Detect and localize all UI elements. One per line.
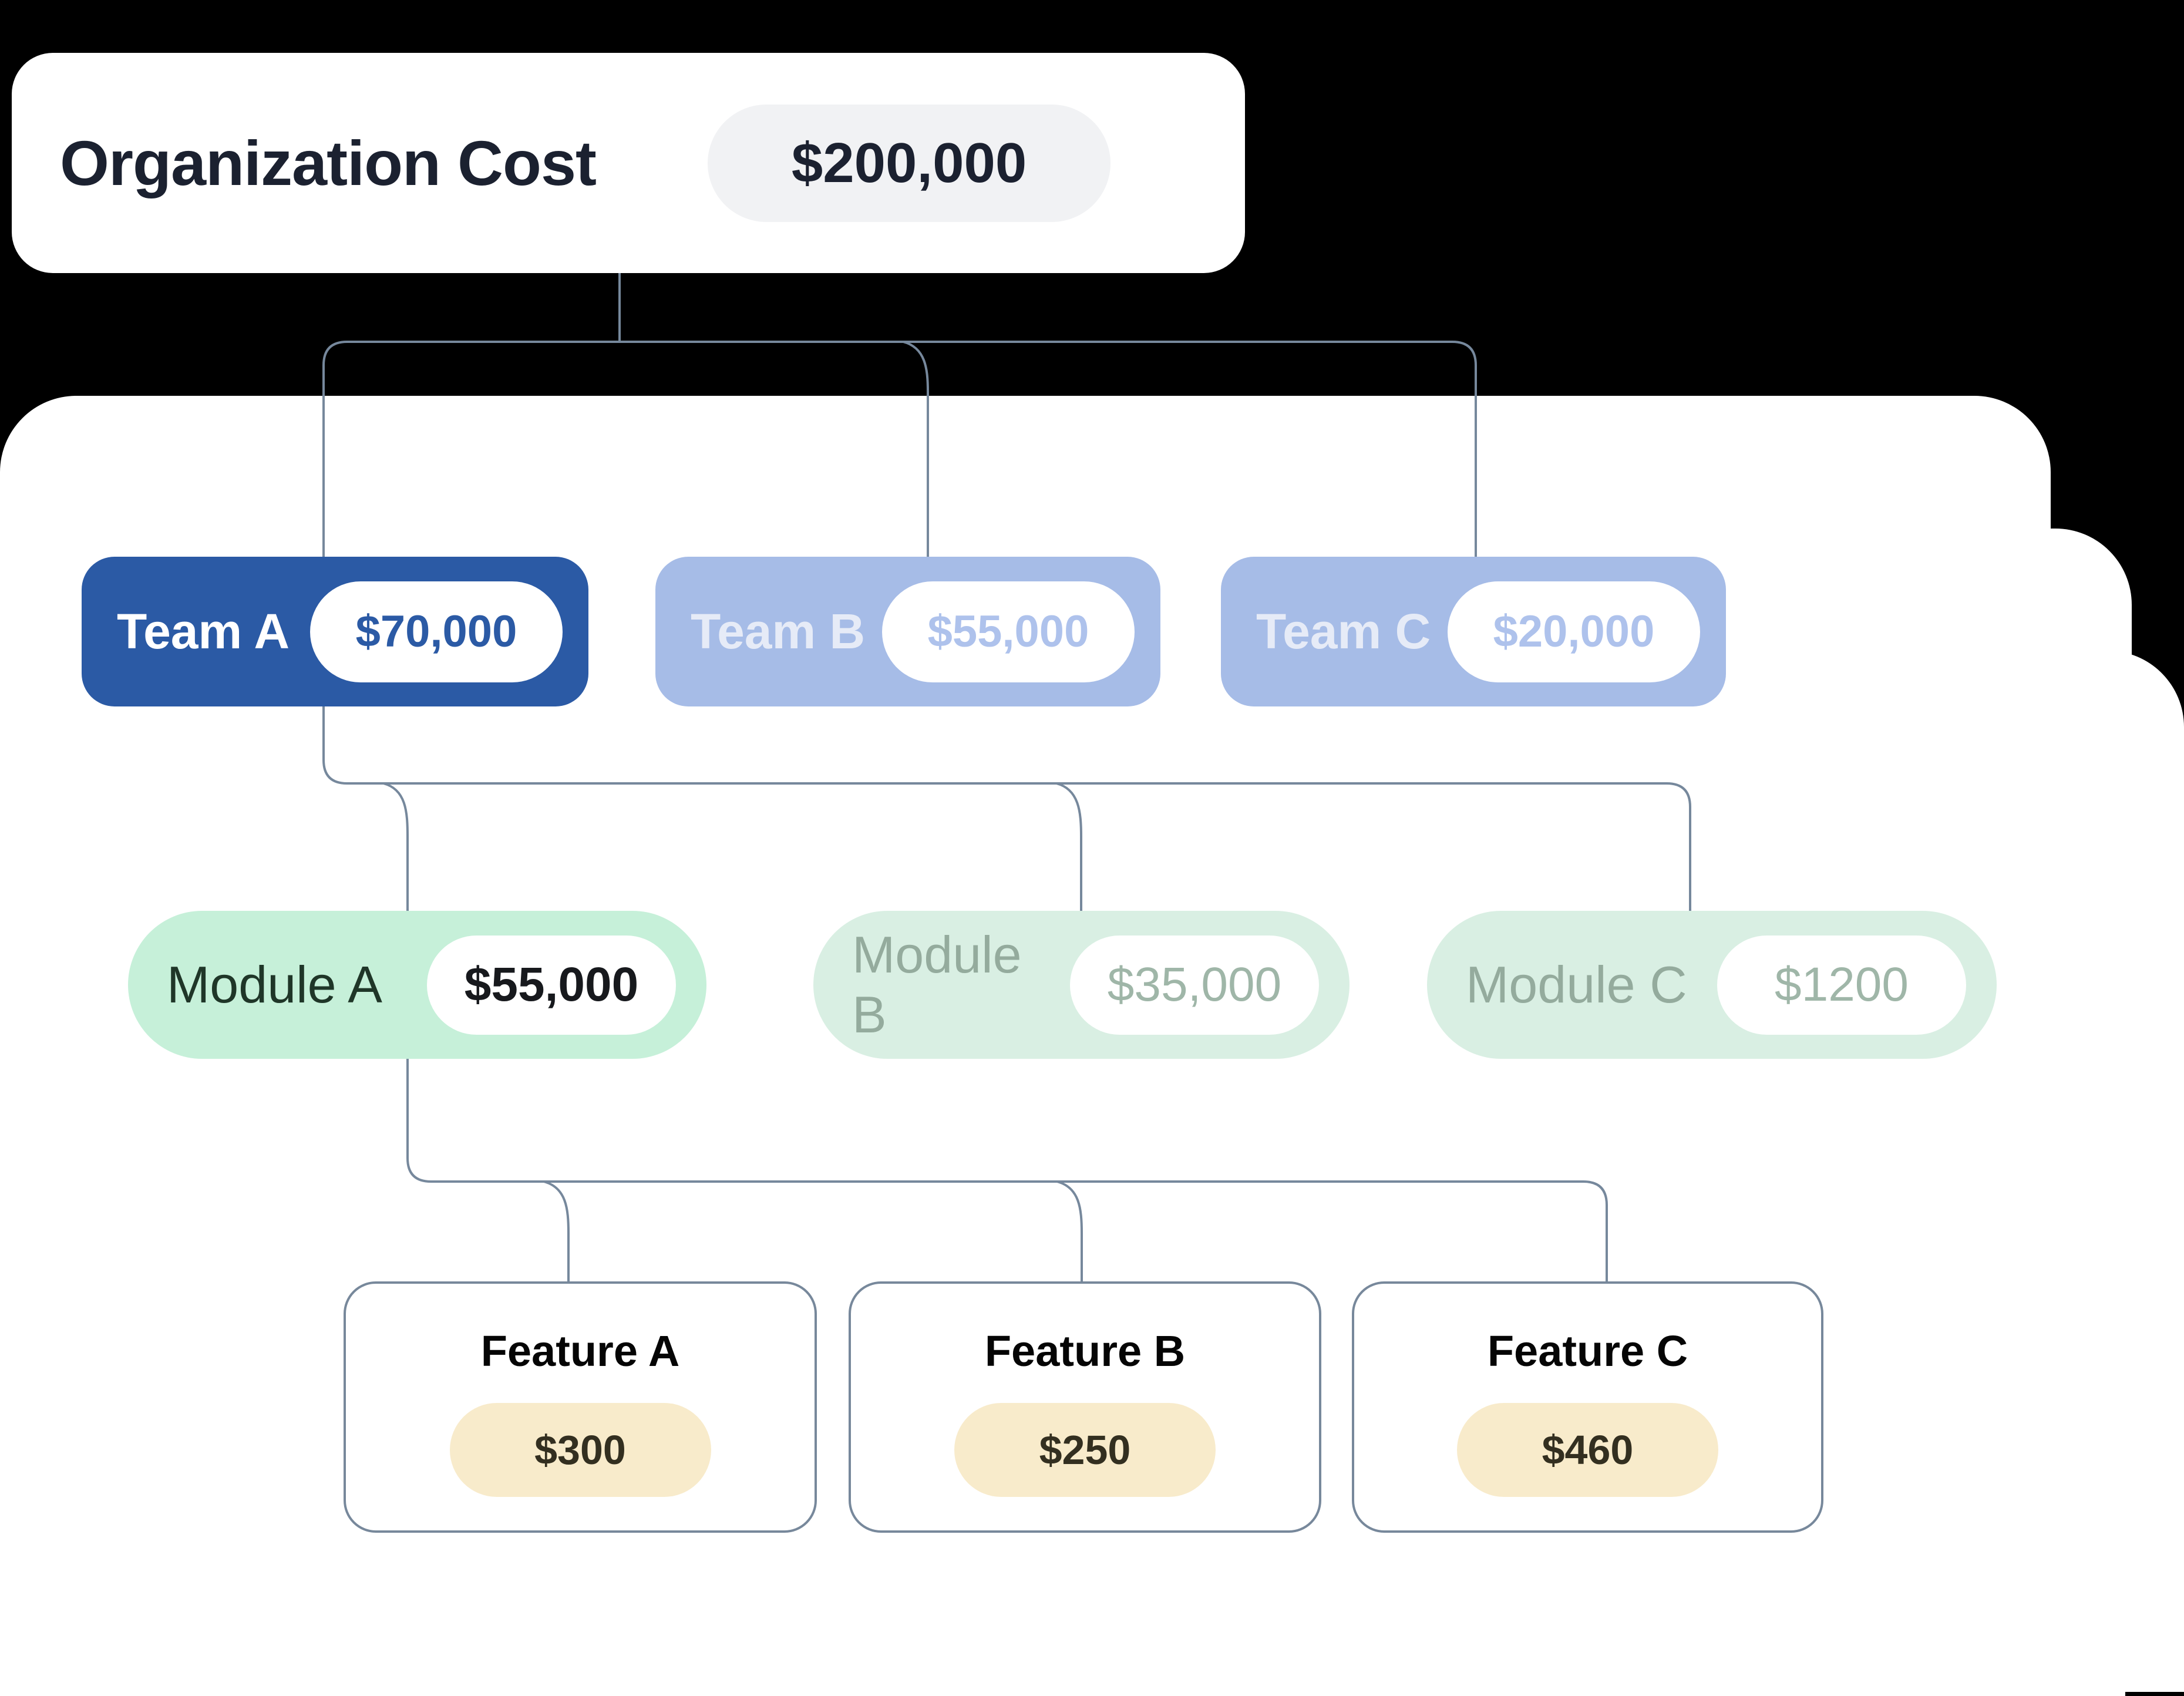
team-a-value-badge: $70,000	[310, 581, 563, 682]
team-b-label: Team B	[691, 604, 866, 659]
edge-feature-b-drop	[1056, 1180, 1083, 1283]
feature-a-value: $300	[534, 1427, 626, 1473]
root-value-badge: $200,000	[708, 104, 1111, 222]
edge-feature-a-drop	[543, 1180, 570, 1283]
feature-b-value-badge: $250	[954, 1403, 1216, 1497]
edge-module-b-drop	[1056, 782, 1082, 912]
feature-b-label: Feature B	[984, 1327, 1186, 1375]
edge-module-a-drop-and-features-bus	[383, 782, 1608, 1283]
feature-a-value-badge: $300	[449, 1403, 711, 1497]
feature-b-node[interactable]: Feature B $250	[849, 1281, 1321, 1533]
module-a-value-badge: $55,000	[427, 935, 676, 1035]
team-a-value: $70,000	[355, 607, 517, 657]
edge-modules-bus	[322, 759, 1691, 912]
root-node-organization-cost[interactable]: Organization Cost $200,000	[12, 53, 1245, 273]
module-a-label: Module A	[167, 955, 382, 1014]
team-b-value-badge: $55,000	[882, 581, 1135, 682]
team-a-node[interactable]: Team A $70,000	[82, 557, 588, 706]
team-c-value: $20,000	[1493, 607, 1655, 657]
feature-c-value-badge: $460	[1457, 1403, 1718, 1497]
module-c-label: Module C	[1466, 955, 1687, 1014]
team-c-value-badge: $20,000	[1448, 581, 1700, 682]
module-b-label: Module B	[852, 926, 1022, 1044]
edge-teams-bus	[322, 341, 1477, 760]
module-c-value-badge: $1200	[1717, 935, 1966, 1035]
root-label: Organization Cost	[60, 127, 597, 198]
team-b-value: $55,000	[927, 607, 1089, 657]
team-c-node[interactable]: Team C $20,000	[1221, 557, 1726, 706]
team-c-label: Team C	[1256, 604, 1431, 659]
feature-c-value: $460	[1542, 1427, 1634, 1473]
background-corner-notch	[2125, 1692, 2184, 1696]
team-a-label: Team A	[117, 604, 290, 659]
feature-a-label: Feature A	[480, 1327, 680, 1375]
root-value: $200,000	[791, 131, 1027, 194]
module-b-value: $35,000	[1107, 958, 1282, 1011]
feature-a-node[interactable]: Feature A $300	[344, 1281, 817, 1533]
team-b-node[interactable]: Team B $55,000	[655, 557, 1160, 706]
edge-team-b-drop	[903, 341, 929, 558]
feature-c-label: Feature C	[1487, 1327, 1688, 1375]
module-b-value-badge: $35,000	[1070, 935, 1319, 1035]
module-b-node[interactable]: Module B $35,000	[813, 911, 1350, 1059]
module-c-node[interactable]: Module C $1200	[1427, 911, 1997, 1059]
feature-b-value: $250	[1039, 1427, 1131, 1473]
module-c-value: $1200	[1774, 958, 1909, 1011]
module-a-node[interactable]: Module A $55,000	[128, 911, 706, 1059]
module-a-value: $55,000	[464, 958, 639, 1011]
feature-c-node[interactable]: Feature C $460	[1352, 1281, 1823, 1533]
